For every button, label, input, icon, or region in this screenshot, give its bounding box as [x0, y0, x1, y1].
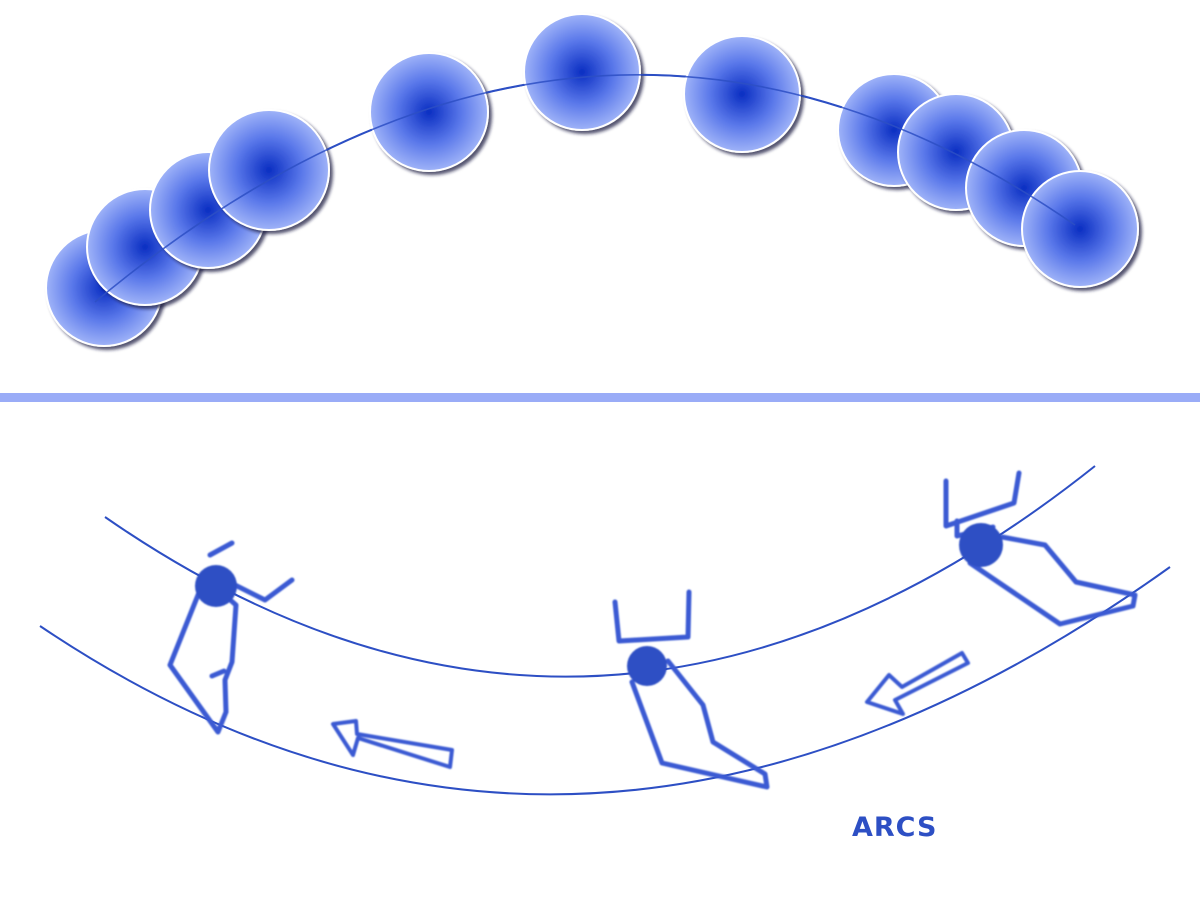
divider-line [0, 393, 1200, 402]
ball-7 [683, 35, 801, 153]
swinging-figure-left [167, 540, 295, 735]
figure-head [959, 523, 1003, 567]
ball-arc-path-overlay [94, 74, 1076, 303]
motion-arrow-right [865, 651, 970, 716]
diagram-caption: ARCS [852, 812, 938, 843]
outer-arc [39, 566, 1171, 796]
ball-6 [523, 13, 641, 131]
swinging-figure-right [943, 470, 1138, 627]
figure-head [627, 646, 667, 686]
motion-arrow-left [331, 719, 454, 769]
ball-arc-panel [45, 13, 1139, 347]
swing-arc-panel [39, 465, 1171, 796]
ball-11 [1021, 170, 1139, 288]
ball-group [45, 13, 1139, 347]
swinging-figure-middle [612, 589, 770, 790]
figure-head [195, 565, 237, 607]
ball-4 [208, 109, 330, 231]
ball-5 [369, 52, 489, 172]
inner-arc [104, 465, 1096, 678]
